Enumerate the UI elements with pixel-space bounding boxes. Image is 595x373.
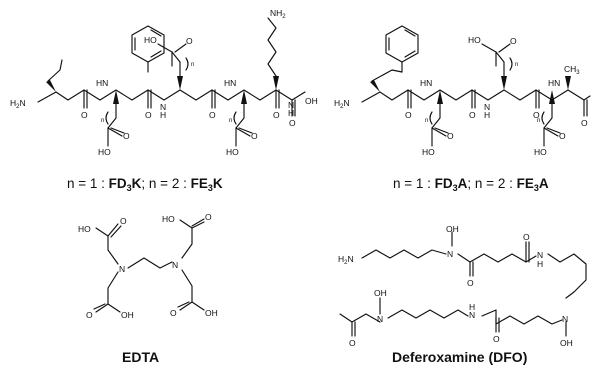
label-deferoxamine: Deferoxamine (DFO) [392, 349, 528, 365]
structure-fd3k: NH2 H2N HN N H HN N H O O O O O OH HO O … [10, 8, 318, 157]
atom-nh: HN [224, 78, 236, 88]
atom-ho: HO [78, 224, 91, 234]
atom-ho: HO [144, 35, 157, 45]
atom-n: N [288, 100, 294, 110]
atom-ch3: CH3 [564, 64, 580, 76]
caption-compound: FD [434, 176, 453, 191]
atom-o: O [510, 36, 517, 46]
caption-text: ; n = 2 : [467, 176, 517, 191]
caption-text: n = 1 : [67, 176, 109, 191]
subscript-n: n [425, 118, 428, 124]
caption-compound: A [457, 176, 468, 191]
atom-o: O [467, 278, 474, 288]
atom-n: N [562, 314, 568, 324]
atom-ho: HO [468, 35, 481, 45]
caption-compound: A [538, 176, 549, 191]
caption-subscript: 3 [207, 183, 213, 193]
atom-h: H [288, 108, 294, 118]
atom-o: O [349, 338, 356, 348]
caption-compound: FE [516, 176, 534, 191]
atom-h2n: H2N [334, 98, 350, 110]
caption-subscript: 3 [533, 183, 539, 193]
caption-subscript: 3 [126, 183, 132, 193]
subscript-n: n [515, 62, 518, 68]
structure-edta: N N HO O HO O O OH O OH [78, 212, 218, 320]
atom-ho: HO [422, 147, 435, 157]
atom-o: O [523, 232, 530, 242]
atom-o: O [405, 110, 412, 120]
atom-ho: HO [162, 214, 175, 224]
caption-text: n = 1 : [393, 176, 435, 191]
subscript-n: n [101, 118, 104, 124]
atom-oh: OH [374, 288, 387, 298]
atom-n: N [160, 102, 166, 112]
atom-o: O [186, 36, 193, 46]
atom-o: O [123, 131, 130, 141]
atom-h2n: H2N [10, 98, 26, 110]
caption-fd3k-fe3k: n = 1 : FD3K; n = 2 : FE3K [67, 176, 223, 193]
atom-o: O [559, 131, 566, 141]
subscript-n: n [537, 118, 540, 124]
label-edta: EDTA [122, 349, 160, 365]
atom-oh: OH [305, 96, 318, 106]
atom-o: O [81, 110, 88, 120]
atom-oh: OH [560, 338, 573, 348]
atom-n: N [447, 249, 453, 259]
atom-n: N [537, 250, 543, 260]
atom-n: N [484, 102, 490, 112]
subscript-n: n [191, 62, 194, 68]
atom-n: N [119, 264, 125, 274]
atom-ho: HO [98, 147, 111, 157]
atom-h: H [537, 259, 543, 269]
atom-o: O [533, 110, 540, 120]
atom-o: O [273, 110, 280, 120]
atom-h2n: H2N [338, 254, 354, 266]
atom-nh: HN [420, 78, 432, 88]
atom-oh: OH [446, 224, 459, 234]
subscript-n: n [229, 118, 232, 124]
atom-o: O [251, 131, 258, 141]
atom-o: O [145, 110, 152, 120]
caption-subscript: 3 [452, 183, 458, 193]
atom-o: O [469, 110, 476, 120]
atom-o: O [289, 118, 296, 128]
atom-h: H [160, 110, 166, 120]
atom-oh: OH [121, 310, 134, 320]
caption-fd3a-fe3a: n = 1 : FD3A; n = 2 : FE3A [393, 176, 549, 193]
caption-compound: FD [108, 176, 127, 191]
atom-o: O [209, 110, 216, 120]
atom-ho: HO [534, 147, 547, 157]
caption-compound: K [131, 176, 142, 191]
atom-n: N [377, 314, 383, 324]
atom-o: O [493, 334, 500, 344]
atom-o: O [170, 308, 177, 318]
atom-o: O [120, 216, 127, 226]
atom-o: O [447, 131, 454, 141]
atom-h: H [469, 302, 475, 312]
atom-nh2: NH2 [270, 8, 286, 20]
atom-o: O [205, 212, 212, 222]
atom-oh: OH [205, 308, 218, 318]
caption-compound: FE [190, 176, 208, 191]
caption-compound: K [212, 176, 223, 191]
atom-o: O [581, 118, 588, 128]
structure-fd3a: H2N HN N H HN CH3 O O O O HO O HO O HO O… [334, 25, 591, 157]
atom-n: N [172, 260, 178, 270]
caption-text: ; n = 2 : [141, 176, 191, 191]
atom-n: N [469, 310, 475, 320]
atom-o: O [86, 310, 93, 320]
atom-nh: HN [548, 78, 560, 88]
atom-ho: HO [226, 147, 239, 157]
atom-h: H [484, 110, 490, 120]
atom-nh: HN [96, 78, 108, 88]
structure-dfo: H2N N OH O O N H OH N O N H O N OH [338, 224, 587, 348]
